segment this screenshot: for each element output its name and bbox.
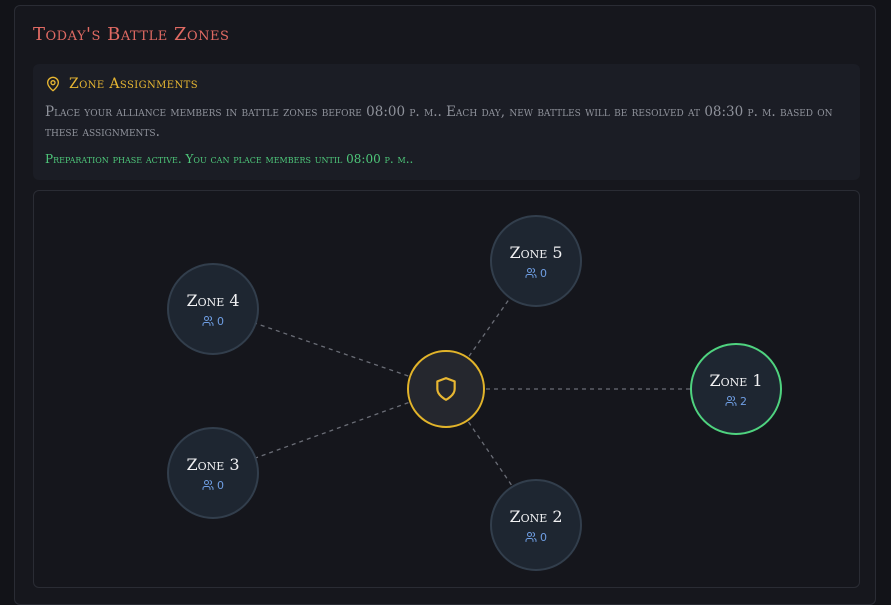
info-description: Place your alliance members in battle zo… [45,104,833,140]
zone-name: Zone 4 [186,290,240,310]
member-count-value: 0 [540,530,547,544]
zone-member-count: 0 [525,531,547,544]
phase-status: Preparation phase active. You can place … [45,152,414,166]
battle-zone-map: Zone 4 0 Zone 5 0 Zone 1 [33,190,860,588]
users-icon [725,396,737,406]
connector-zone-4 [213,308,447,390]
zone-3-node[interactable]: Zone 3 0 [167,427,259,519]
zone-member-count: 0 [525,267,547,280]
zone-assignments-info: Zone Assignments Place your alliance mem… [33,64,860,180]
member-count-value: 0 [217,314,224,328]
member-count-value: 0 [217,478,224,492]
info-header: Zone Assignments [45,76,198,92]
zone-5-node[interactable]: Zone 5 0 [490,215,582,307]
zone-name: Zone 1 [709,370,763,390]
connector-zone-3 [213,388,447,474]
zone-member-count: 0 [202,479,224,492]
member-count-value: 2 [740,394,747,408]
battle-zones-panel: Today's Battle Zones Zone Assignments Pl… [14,5,876,605]
users-icon [202,480,214,490]
shield-icon [436,377,456,401]
zone-name: Zone 3 [186,454,240,474]
member-count-value: 0 [540,266,547,280]
zone-member-count: 2 [725,395,747,408]
zone-4-node[interactable]: Zone 4 0 [167,263,259,355]
zone-member-count: 0 [202,315,224,328]
zone-name: Zone 5 [509,242,563,262]
users-icon [525,532,537,542]
map-pin-icon [47,76,59,92]
alliance-hub[interactable] [407,350,485,428]
users-icon [202,316,214,326]
zone-1-node[interactable]: Zone 1 2 [690,343,782,435]
users-icon [525,268,537,278]
zone-2-node[interactable]: Zone 2 0 [490,479,582,571]
page-title: Today's Battle Zones [33,24,230,45]
zone-name: Zone 2 [509,506,563,526]
info-title: Zone Assignments [69,76,198,92]
